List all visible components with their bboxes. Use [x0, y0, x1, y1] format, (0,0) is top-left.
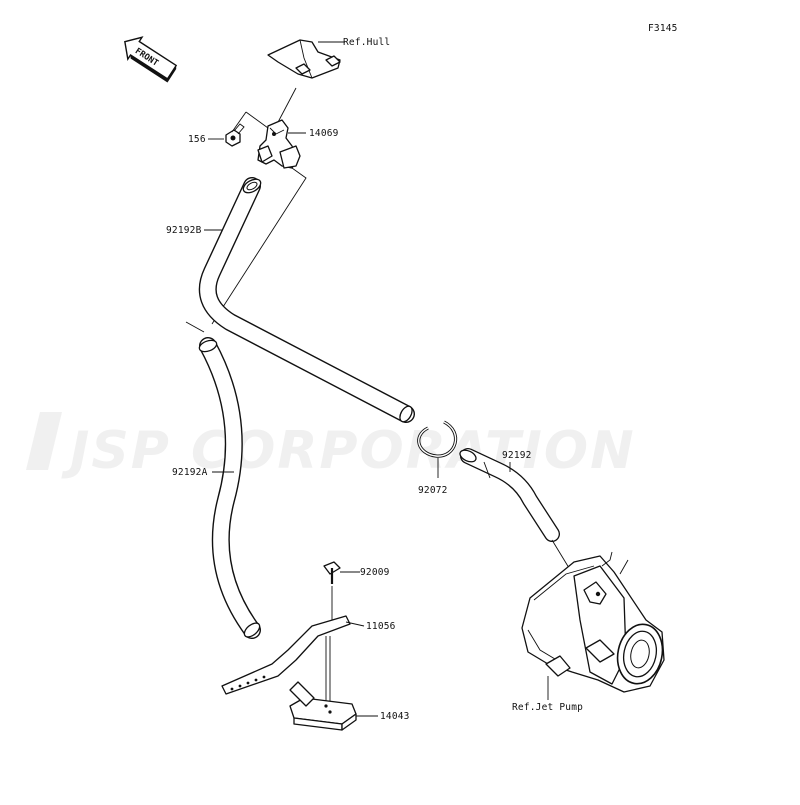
callout-14043: 14043 — [380, 711, 410, 722]
hull-bracket: Ref.Hull — [267, 37, 390, 79]
callout-92192B: 92192B — [166, 225, 202, 236]
figure-id: F3145 — [648, 23, 678, 34]
fitting-14069: 14069 — [257, 119, 339, 169]
screw-92009: 92009 — [323, 561, 390, 584]
front-arrow-icon: FRONT — [124, 36, 178, 83]
clamp-92072: 92072 — [417, 420, 458, 496]
callout-92009: 92009 — [360, 567, 390, 578]
callout-156: 156 — [188, 134, 206, 145]
hose-92192B: 92192B — [166, 177, 415, 423]
hose-92192A: 92192A — [172, 337, 261, 639]
callout-92072: 92072 — [418, 485, 448, 496]
callout-ref-hull: Ref.Hull — [343, 37, 390, 48]
jet-pump: Ref.Jet Pump — [512, 551, 665, 713]
hose-92192: 92192 — [459, 448, 560, 542]
filter-14043: 14043 — [289, 681, 410, 731]
strap-11056: 11056 — [221, 615, 396, 695]
callout-92192: 92192 — [502, 450, 532, 461]
callout-11056: 11056 — [366, 621, 396, 632]
bolt-156: 156 — [188, 123, 245, 147]
callout-ref-jet-pump: Ref.Jet Pump — [512, 702, 583, 713]
callout-14069: 14069 — [309, 128, 339, 139]
watermark: JSP CORPORATION — [26, 412, 636, 481]
callout-92192A: 92192A — [172, 467, 208, 478]
watermark-text: JSP CORPORATION — [61, 421, 636, 481]
